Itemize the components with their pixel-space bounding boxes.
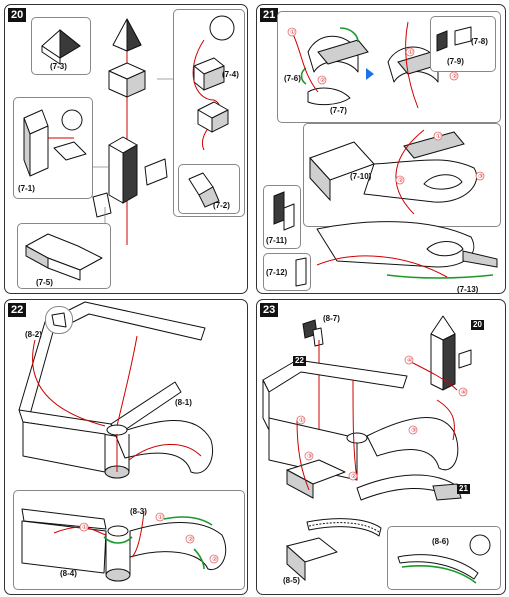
ref-step-badge: 22 [293,356,306,366]
part-label: (7-7) [330,106,347,115]
svg-text:②: ② [212,556,217,563]
inset-7-6-7-7: ① ② ① ② (7-6) (7-7) (7-8) (7-9) [277,11,501,123]
inset-7-11: (7-11) [263,185,301,249]
curved-wall [114,420,213,474]
svg-text:②: ② [188,536,193,543]
inset-7-2: (7-2) [178,164,240,214]
step-22-assembly [18,301,213,479]
svg-text:④: ④ [407,357,412,364]
part-label: (7-6) [284,74,301,83]
inset-7-3: (7-3) [31,17,91,75]
part-label: (7-2) [213,201,230,210]
svg-text:①: ① [408,49,413,56]
inset-7-12: (7-12) [263,253,311,291]
inset-8-3-8-4: ① ② ① ② (8-3) (8-4) [13,490,245,590]
svg-text:②: ② [398,177,403,184]
svg-text:①: ① [158,514,163,521]
inset-7-4: (7-4) (7-2) [173,9,245,217]
step-number: 22 [8,303,27,317]
part-label: (8-2) [25,330,42,339]
part-label: (7-9) [447,57,464,66]
svg-text:③: ③ [307,453,312,460]
part-label: (8-5) [283,576,300,585]
step-panel-22: 22 (8-2) (8-1) [4,299,248,595]
inset-7-10: ① ② ③ (7-10) [303,123,501,227]
ref-step-badge: 21 [457,484,470,494]
part-label: (7-11) [266,236,287,245]
svg-text:①: ① [299,417,304,424]
inset-7-5: (7-5) [17,223,111,289]
svg-text:②: ② [452,73,457,80]
inset-8-6: (8-6) [387,526,501,590]
ref-step-badge: 20 [471,320,484,330]
step-panel-23: 23 ① ② ③ ④ ④ [256,299,506,595]
part-label: (7-8) [471,37,488,46]
part-label: (7-5) [36,278,53,287]
part-label: (7-10) [350,172,372,181]
step-panel-20: 20 (7-3) [4,4,248,294]
svg-text:④: ④ [461,389,466,396]
part-label: (7-12) [266,268,288,277]
step-number: 20 [8,8,27,22]
svg-text:②: ② [320,77,325,84]
svg-text:①: ① [290,29,295,36]
svg-text:③: ③ [478,173,483,180]
part-label: (7-4) [222,70,239,79]
svg-text:③: ③ [411,427,416,434]
step-20-illustration [91,18,175,245]
svg-text:①: ① [82,524,87,531]
part-label: (8-3) [130,507,147,516]
step-23-assembly: ① ② ③ ④ ④ ③ [262,315,472,582]
step-panel-21: 21 ① ② ① ② (7-6) (7-7) (7-8) [256,4,506,294]
part-label: (8-1) [175,398,192,407]
part-label: (7-13) [457,285,479,294]
svg-text:①: ① [436,133,441,140]
front-wall [18,409,116,437]
part-label: (8-7) [323,314,340,323]
inset-7-8-7-9: (7-8) (7-9) [430,16,496,72]
svg-text:②: ② [351,473,356,480]
inset-7-1: (7-1) [13,97,93,199]
step-number: 21 [260,8,279,22]
step-number: 23 [260,303,279,317]
part-label: (7-1) [18,184,35,193]
part-label: (8-4) [60,569,77,578]
part-label: (8-6) [432,537,449,546]
part-label: (7-3) [50,62,67,71]
inset-8-2-detail [45,306,73,334]
